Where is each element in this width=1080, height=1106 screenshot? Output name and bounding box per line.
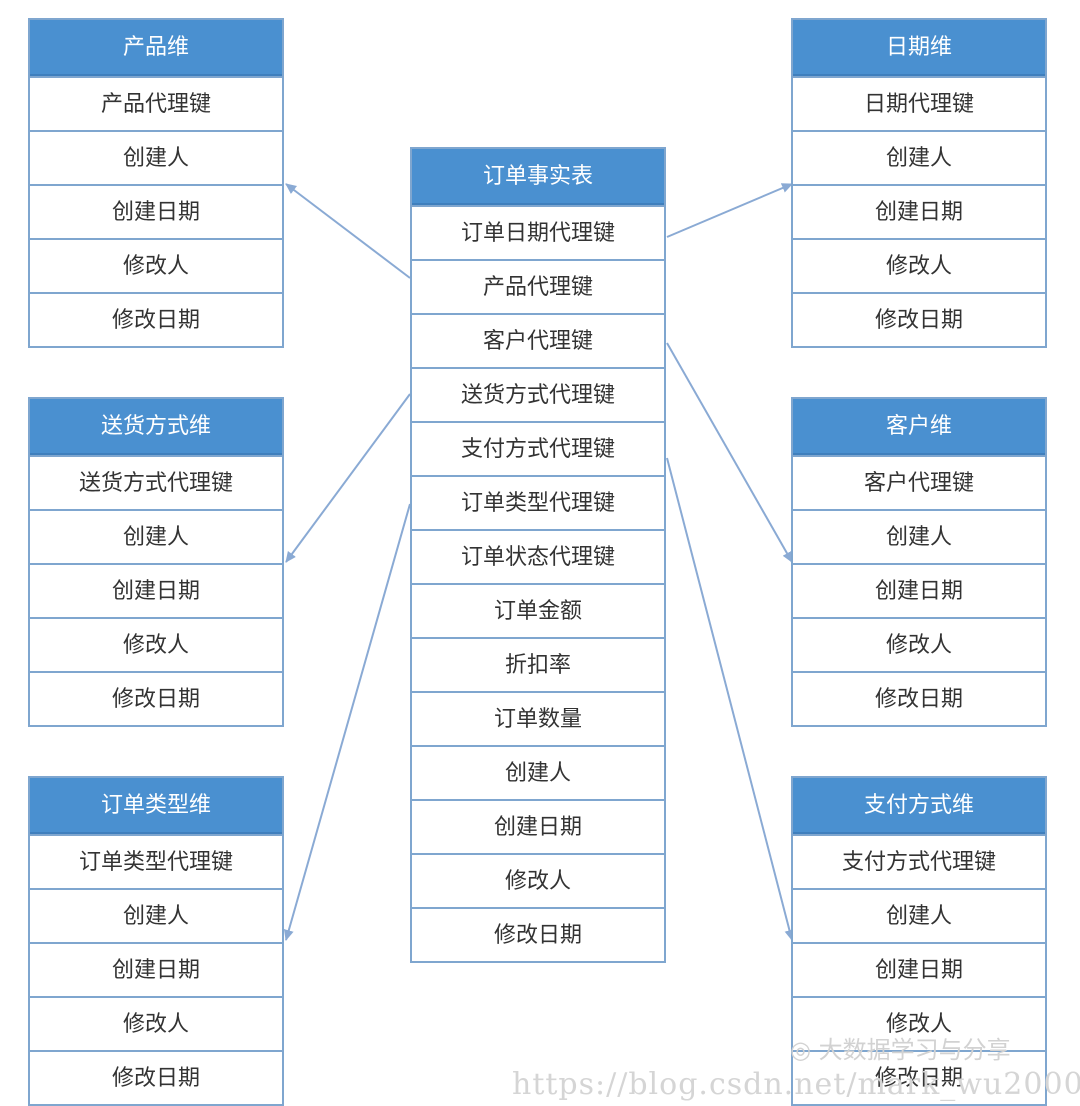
- table-title: 支付方式维: [793, 778, 1045, 834]
- table-row: 创建人: [793, 130, 1045, 184]
- watermark-logo-text: 大数据学习与分享: [818, 1036, 1011, 1064]
- table-row: 订单类型代理键: [412, 475, 664, 529]
- table-row: 创建人: [30, 130, 282, 184]
- table-row: 创建人: [793, 888, 1045, 942]
- table-row: 创建人: [793, 509, 1045, 563]
- table-row: 客户代理键: [793, 455, 1045, 509]
- table-row: 送货方式代理键: [30, 455, 282, 509]
- wechat-icon: ◎: [790, 1036, 811, 1064]
- table-row: 支付方式代理键: [412, 421, 664, 475]
- connector-fact-to-payment: [666, 457, 795, 941]
- table-row: 订单数量: [412, 691, 664, 745]
- table-row: 创建日期: [412, 799, 664, 853]
- table-title: 客户维: [793, 399, 1045, 455]
- table-row: 日期代理键: [793, 76, 1045, 130]
- watermark-url: https://blog.csdn.net/mark_wu2000: [512, 1067, 1080, 1102]
- table-row: 创建人: [30, 888, 282, 942]
- table-payment-dimension: 支付方式维 支付方式代理键 创建人 创建日期 修改人 修改日期: [791, 776, 1047, 1106]
- connector-fact-to-customer: [666, 342, 793, 563]
- table-row: 产品代理键: [412, 259, 664, 313]
- table-row: 修改日期: [412, 907, 664, 961]
- table-row: 送货方式代理键: [412, 367, 664, 421]
- table-row: 产品代理键: [30, 76, 282, 130]
- table-row: 创建日期: [793, 942, 1045, 996]
- table-row: 折扣率: [412, 637, 664, 691]
- connector-fact-to-product: [285, 183, 411, 279]
- table-row: 修改日期: [30, 1050, 282, 1104]
- table-row: 创建日期: [30, 184, 282, 238]
- table-row: 修改人: [30, 617, 282, 671]
- table-row: 创建日期: [30, 563, 282, 617]
- table-row: 修改人: [30, 996, 282, 1050]
- table-row: 创建日期: [793, 184, 1045, 238]
- table-date-dimension: 日期维 日期代理键 创建人 创建日期 修改人 修改日期: [791, 18, 1047, 348]
- table-row: 修改日期: [30, 671, 282, 725]
- table-row: 创建人: [412, 745, 664, 799]
- table-title: 订单类型维: [30, 778, 282, 834]
- table-ordertype-dimension: 订单类型维 订单类型代理键 创建人 创建日期 修改人 修改日期: [28, 776, 284, 1106]
- table-order-fact: 订单事实表 订单日期代理键 产品代理键 客户代理键 送货方式代理键 支付方式代理…: [410, 147, 666, 963]
- table-row: 修改日期: [793, 1050, 1045, 1104]
- table-row: 创建日期: [793, 563, 1045, 617]
- table-title: 日期维: [793, 20, 1045, 76]
- table-row: 订单金额: [412, 583, 664, 637]
- table-row: 客户代理键: [412, 313, 664, 367]
- connector-fact-to-ordertype: [283, 503, 411, 941]
- connector-fact-to-shipping: [285, 393, 411, 563]
- table-row: 创建日期: [30, 942, 282, 996]
- table-row: 支付方式代理键: [793, 834, 1045, 888]
- table-row: 创建人: [30, 509, 282, 563]
- table-title: 送货方式维: [30, 399, 282, 455]
- connector-fact-to-date: [666, 183, 793, 238]
- table-title: 产品维: [30, 20, 282, 76]
- table-title: 订单事实表: [412, 149, 664, 205]
- table-row: 订单类型代理键: [30, 834, 282, 888]
- table-row: 修改人: [793, 617, 1045, 671]
- table-row: 修改日期: [30, 292, 282, 346]
- table-row: 订单状态代理键: [412, 529, 664, 583]
- table-row: 修改人: [30, 238, 282, 292]
- table-row: 修改人: [793, 238, 1045, 292]
- table-row: 修改人: [793, 996, 1045, 1050]
- table-shipping-dimension: 送货方式维 送货方式代理键 创建人 创建日期 修改人 修改日期: [28, 397, 284, 727]
- table-row: 修改日期: [793, 671, 1045, 725]
- table-row: 修改人: [412, 853, 664, 907]
- table-row: 修改日期: [793, 292, 1045, 346]
- table-product-dimension: 产品维 产品代理键 创建人 创建日期 修改人 修改日期: [28, 18, 284, 348]
- table-row: 订单日期代理键: [412, 205, 664, 259]
- table-customer-dimension: 客户维 客户代理键 创建人 创建日期 修改人 修改日期: [791, 397, 1047, 727]
- watermark-logo: ◎ 大数据学习与分享: [790, 1030, 1011, 1065]
